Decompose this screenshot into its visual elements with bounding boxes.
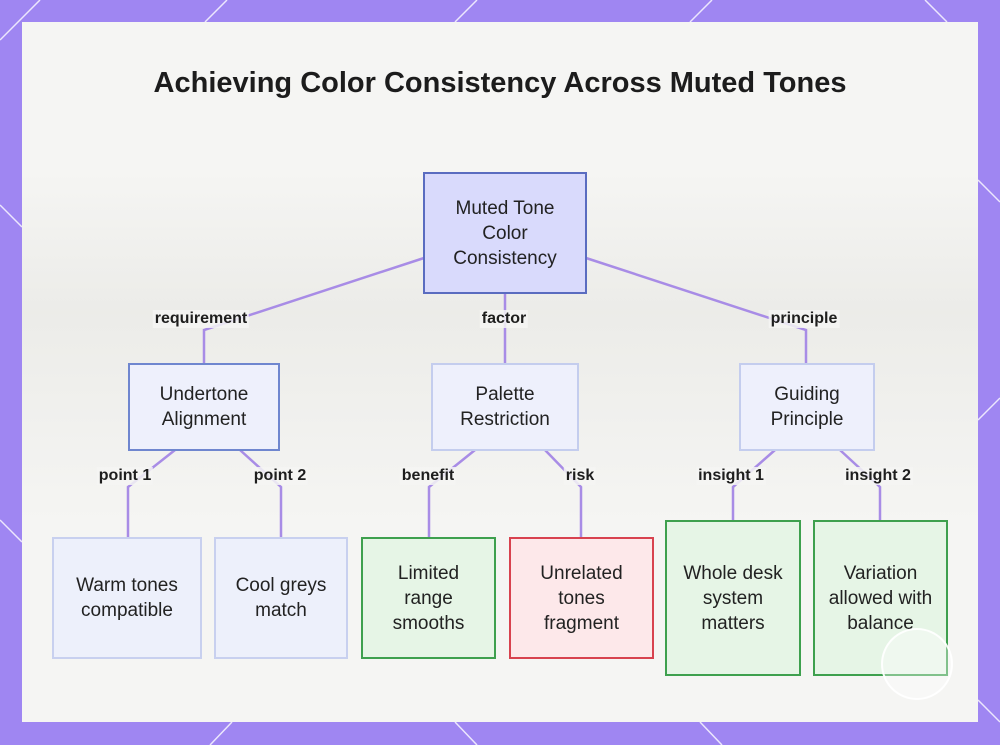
edge-label-risk: risk xyxy=(564,467,596,485)
node-cool-greys[interactable]: Cool greys match xyxy=(214,537,348,659)
node-guiding-principle[interactable]: Guiding Principle xyxy=(739,363,875,451)
edge-point2 xyxy=(240,450,281,537)
edge-label-factor: factor xyxy=(480,310,528,328)
edge-insight2 xyxy=(840,450,880,520)
edge-label-point2: point 2 xyxy=(252,467,308,485)
edge-label-insight1: insight 1 xyxy=(696,467,766,485)
node-limited-range[interactable]: Limited range smooths xyxy=(361,537,496,659)
node-whole-desk[interactable]: Whole desk system matters xyxy=(665,520,801,676)
edge-label-point1: point 1 xyxy=(97,467,153,485)
edge-insight1 xyxy=(733,450,775,520)
node-unrelated-tones[interactable]: Unrelated tones fragment xyxy=(509,537,654,659)
edge-risk xyxy=(545,450,581,537)
edge-benefit xyxy=(429,450,475,537)
node-undertone-alignment[interactable]: Undertone Alignment xyxy=(128,363,280,451)
watermark-badge xyxy=(881,628,953,700)
edge-label-benefit: benefit xyxy=(400,467,456,485)
edge-label-insight2: insight 2 xyxy=(843,467,913,485)
node-warm-tones[interactable]: Warm tones compatible xyxy=(52,537,202,659)
edge-point1 xyxy=(128,450,175,537)
node-root[interactable]: Muted Tone Color Consistency xyxy=(423,172,587,294)
edge-label-requirement: requirement xyxy=(153,310,249,328)
node-palette-restriction[interactable]: Palette Restriction xyxy=(431,363,579,451)
edge-label-principle: principle xyxy=(769,310,840,328)
